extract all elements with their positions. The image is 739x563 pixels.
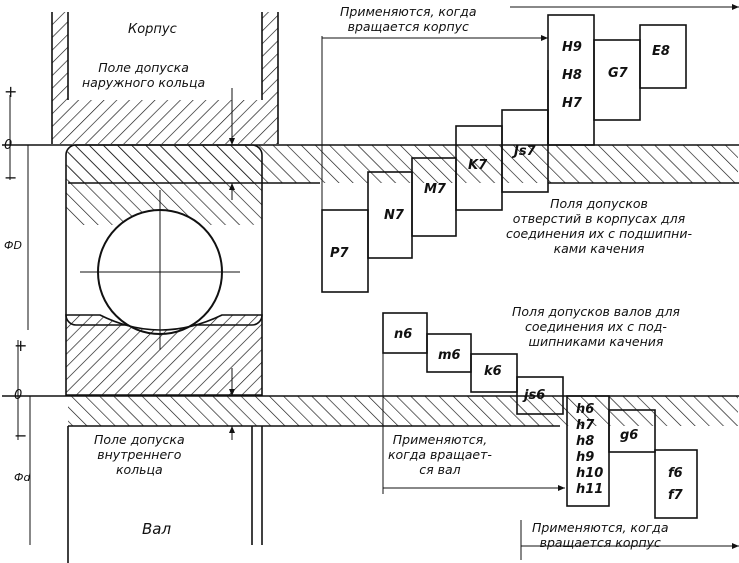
bearing-outer-ring — [66, 145, 262, 225]
fit-h7: h7 — [576, 418, 595, 433]
housing-right-wall — [262, 12, 278, 144]
fit-H7: H7 — [562, 96, 582, 111]
fit-f6: f6 — [668, 466, 683, 481]
fit-K7: K7 — [468, 158, 488, 173]
fit-h10: h10 — [576, 466, 604, 481]
housing-inner-hatch — [68, 100, 262, 144]
minus-bottom: − — [14, 426, 28, 445]
note-shaft-rotates: Применяются, когда вращает- ся вал — [388, 432, 492, 477]
fit-N7: N7 — [384, 208, 404, 223]
fit-f7: f7 — [668, 488, 683, 503]
fit-k6: k6 — [484, 364, 502, 379]
fit-H9: H9 — [562, 40, 582, 55]
fit-E8: E8 — [652, 44, 670, 59]
shaft-tolerance-fields — [382, 312, 698, 519]
fit-h9: h9 — [576, 450, 595, 465]
inner-diameter-label: Фd — [14, 471, 31, 484]
fit-n6: n6 — [394, 327, 413, 342]
plus-bottom: + — [14, 336, 28, 355]
outer-diameter-label: ФD — [4, 239, 22, 252]
housing-label: Корпус — [128, 22, 177, 37]
minus-top: − — [4, 168, 18, 187]
fit-js6: js6 — [524, 388, 546, 403]
fit-P7: P7 — [330, 246, 349, 261]
fit-h8: h8 — [576, 434, 595, 449]
fit-H8: H8 — [562, 68, 582, 83]
fit-m6: m6 — [438, 348, 461, 363]
shaft-label: Вал — [142, 520, 172, 538]
hole-tolerance-fields — [321, 14, 687, 293]
note-housing-rotates-bottom: Применяются, когда вращается корпус — [532, 520, 669, 550]
note-hole-fields: Поля допусков отверстий в корпусах для с… — [506, 196, 692, 256]
housing-left-wall — [52, 12, 68, 144]
note-shaft-fields: Поля допусков валов для соединения их с … — [512, 304, 680, 349]
fit-M7: M7 — [424, 182, 446, 197]
fit-h6: h6 — [576, 402, 595, 417]
outer-ring-tolerance-label: Поле допуска наружного кольца — [82, 60, 206, 90]
inner-ring-tolerance-label: Поле допуска внутреннего кольца — [94, 432, 185, 477]
fit-Js7: Js7 — [514, 144, 536, 159]
fit-g6: g6 — [620, 428, 639, 443]
fit-h11: h11 — [576, 482, 604, 497]
inner-ring-tolerance-band — [68, 396, 738, 426]
plus-top: + — [4, 82, 18, 101]
note-housing-rotates-top: Применяются, когда вращается корпус — [340, 4, 477, 34]
zero-top: 0 — [4, 138, 13, 153]
bearing-inner-ring — [65, 314, 263, 396]
zero-bottom: 0 — [14, 388, 23, 403]
fit-G7: G7 — [608, 66, 628, 81]
